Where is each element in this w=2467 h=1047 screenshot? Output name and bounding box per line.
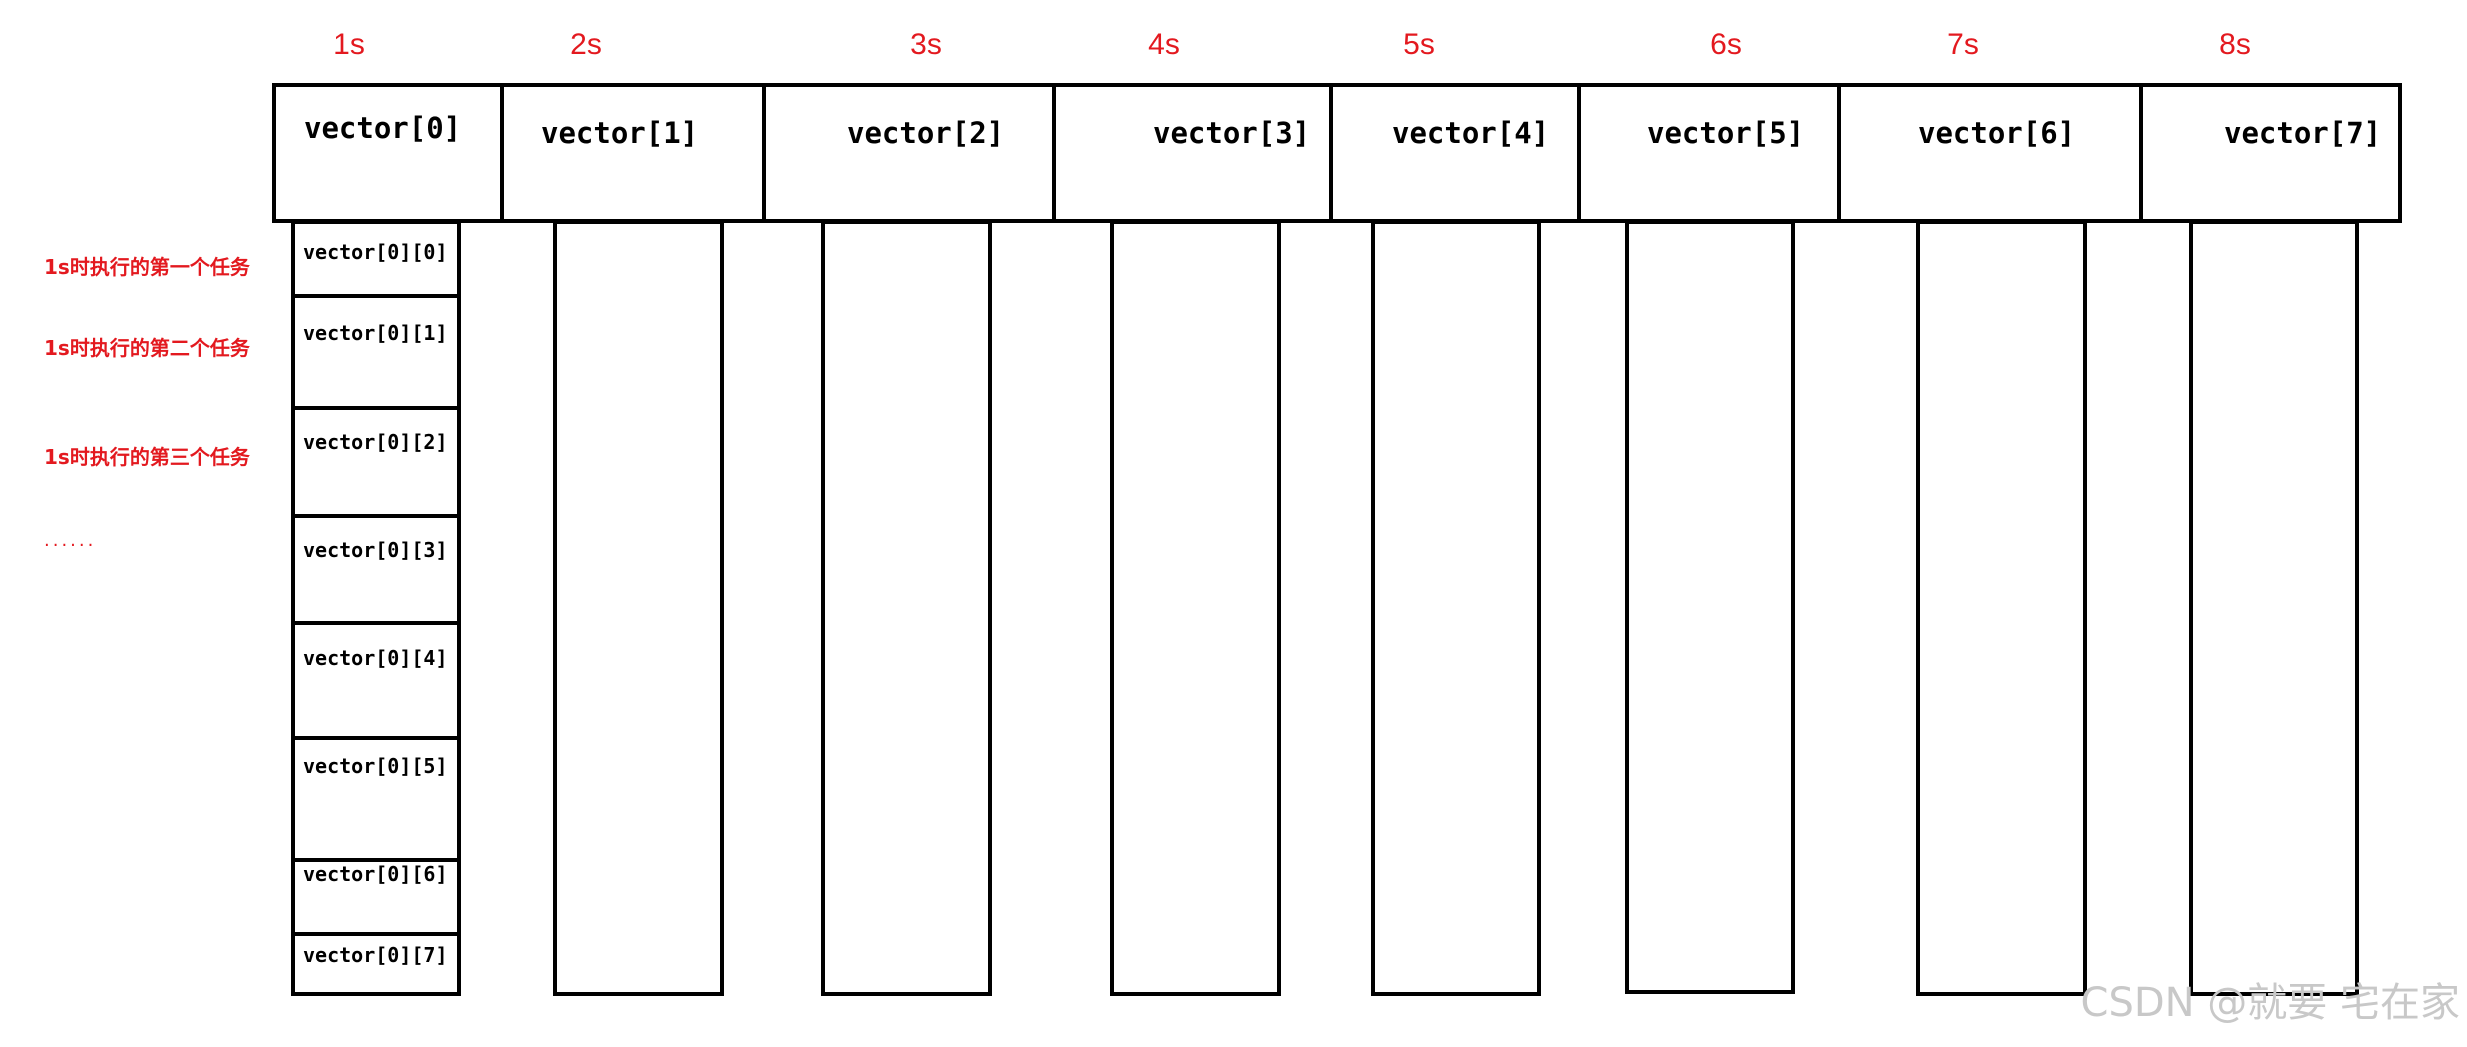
sub-vector-label-7: vector[0][7] (303, 943, 448, 967)
bucket-column-4 (1371, 220, 1541, 996)
side-note-task-3: 1s时执行的第三个任务 (44, 445, 251, 469)
sub-vector-label-0: vector[0][0] (303, 240, 448, 264)
header-cell-5 (1577, 83, 1841, 223)
vector-label-1: vector[1] (541, 116, 698, 150)
time-label-8s: 8s (2219, 28, 2251, 61)
header-cell-0 (272, 83, 504, 223)
vector-label-6: vector[6] (1918, 116, 2075, 150)
bucket-column-1 (553, 220, 724, 996)
side-note-task-2: 1s时执行的第二个任务 (44, 336, 251, 360)
sub-cell-4 (291, 621, 461, 740)
vector-label-7: vector[7] (2224, 116, 2381, 150)
time-label-1s: 1s (333, 28, 365, 61)
header-cell-1 (500, 83, 766, 223)
time-label-4s: 4s (1148, 28, 1180, 61)
sub-cell-7 (291, 932, 461, 996)
bucket-header-row: vector[0] vector[1] vector[2] vector[3] … (272, 83, 2402, 223)
time-label-2s: 2s (570, 28, 602, 61)
bucket-column-7 (2189, 220, 2359, 996)
sub-cell-3 (291, 514, 461, 625)
bucket-columns (553, 220, 2359, 996)
time-label-7s: 7s (1947, 28, 1979, 61)
vector-label-2: vector[2] (847, 116, 1004, 150)
sub-cell-1 (291, 294, 461, 410)
sub-vector-label-5: vector[0][5] (303, 754, 448, 778)
sub-vector-label-4: vector[0][4] (303, 646, 448, 670)
header-cell-6 (1837, 83, 2143, 223)
vector-label-3: vector[3] (1153, 116, 1310, 150)
header-cell-3 (1052, 83, 1333, 223)
vector-label-4: vector[4] (1392, 116, 1549, 150)
header-cell-4 (1329, 83, 1581, 223)
header-cell-2 (762, 83, 1056, 223)
side-note-ellipsis: ...... (44, 530, 96, 551)
header-cell-7 (2139, 83, 2402, 223)
bucket-column-2 (821, 220, 992, 996)
bucket-column-6 (1916, 220, 2087, 996)
time-label-5s: 5s (1403, 28, 1435, 61)
time-label-6s: 6s (1710, 28, 1742, 61)
sub-vector-label-6: vector[0][6] (303, 862, 448, 886)
sub-vector-label-2: vector[0][2] (303, 430, 448, 454)
sub-vector-label-1: vector[0][1] (303, 321, 448, 345)
sub-cell-5 (291, 736, 461, 862)
side-note-task-1: 1s时执行的第一个任务 (44, 255, 251, 279)
time-label-3s: 3s (910, 28, 942, 61)
time-labels: 1s 2s 3s 4s 5s 6s 7s 8s (333, 28, 2251, 61)
sub-vector-label-3: vector[0][3] (303, 538, 448, 562)
sub-cell-2 (291, 406, 461, 518)
bucket-column-3 (1110, 220, 1281, 996)
sub-vector-cells: vector[0][0] vector[0][1] vector[0][2] v… (291, 220, 461, 996)
side-notes: 1s时执行的第一个任务 1s时执行的第二个任务 1s时执行的第三个任务 ....… (44, 255, 251, 551)
vector-label-5: vector[5] (1647, 116, 1804, 150)
vector-label-0: vector[0] (304, 111, 461, 145)
watermark: CSDN @就要 宅在家 (2081, 980, 2460, 1026)
bucket-column-5 (1625, 220, 1795, 994)
